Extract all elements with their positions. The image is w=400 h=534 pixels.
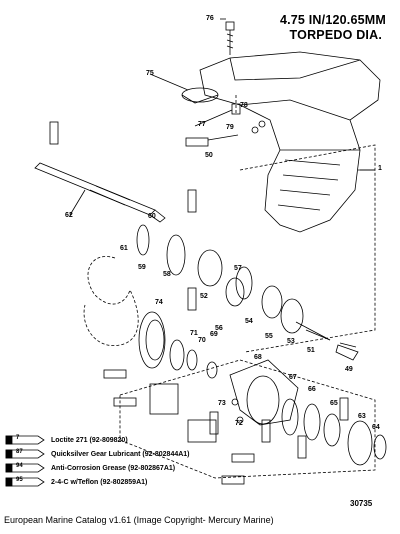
legend-row-anti-corrosion-grease: Anti-Corrosion Grease (92-802867A1) xyxy=(4,461,175,475)
diagram-number: 30735 xyxy=(350,499,373,508)
part-label: 66 xyxy=(308,386,316,393)
legend-code: 7 xyxy=(16,435,20,441)
part-label: 65 xyxy=(330,400,338,407)
part-label: 56 xyxy=(215,325,223,332)
part-label: 59 xyxy=(138,264,146,271)
part-label: 73 xyxy=(218,400,226,407)
part-label: 69 xyxy=(210,331,218,338)
tube-icon xyxy=(4,478,48,487)
part-label: 63 xyxy=(358,413,366,420)
part-label: 54 xyxy=(245,318,253,325)
part-label: 50 xyxy=(205,152,213,159)
title-line-1: 4.75 IN/120.65MM xyxy=(279,13,386,27)
part-label: 70 xyxy=(198,337,206,344)
part-label: 77 xyxy=(198,121,206,128)
legend-label: 2-4-C w/Teflon (92-802859A1) xyxy=(51,478,148,486)
part-label: 72 xyxy=(235,420,243,427)
part-label: 75 xyxy=(146,70,154,77)
legend-code: 87 xyxy=(16,449,23,455)
part-label: 76 xyxy=(206,15,214,22)
legend-code: 95 xyxy=(16,477,23,483)
title-line-2: TORPEDO DIA. xyxy=(289,28,382,42)
part-label: 74 xyxy=(155,299,163,306)
tube-icon xyxy=(4,436,48,445)
part-label: 57 xyxy=(234,265,242,272)
legend-code: 94 xyxy=(16,463,23,469)
legend-row-loctite: Loctite 271 (92-809820) xyxy=(4,433,128,447)
part-label: 64 xyxy=(372,424,380,431)
part-label: 1 xyxy=(378,165,382,172)
legend-label: Loctite 271 (92-809820) xyxy=(51,436,128,444)
part-label: 62 xyxy=(65,212,73,219)
part-label: 78 xyxy=(240,102,248,109)
legend-row-gear-lubricant: Quicksilver Gear Lubricant (92-802844A1) xyxy=(4,447,190,461)
part-label: 67 xyxy=(289,374,297,381)
part-label: 52 xyxy=(200,293,208,300)
caption: European Marine Catalog v1.61 (Image Cop… xyxy=(4,515,274,525)
part-label: 60 xyxy=(148,213,156,220)
part-label: 51 xyxy=(307,347,315,354)
part-label: 55 xyxy=(265,333,273,340)
part-label: 79 xyxy=(226,124,234,131)
tube-icon xyxy=(4,450,48,459)
part-label: 61 xyxy=(120,245,128,252)
legend-label: Quicksilver Gear Lubricant (92-802844A1) xyxy=(51,450,190,458)
tube-icon xyxy=(4,464,48,473)
gear-housing-outline xyxy=(199,51,381,233)
legend-label: Anti-Corrosion Grease (92-802867A1) xyxy=(51,464,176,472)
part-label: 49 xyxy=(345,366,353,373)
legend-row-teflon-grease: 2-4-C w/Teflon (92-802859A1) xyxy=(4,475,147,489)
part-label: 68 xyxy=(254,354,262,361)
legend-tube-icons xyxy=(5,435,45,487)
part-label: 53 xyxy=(287,338,295,345)
part-label: 71 xyxy=(190,330,198,337)
part-label: 58 xyxy=(163,271,171,278)
